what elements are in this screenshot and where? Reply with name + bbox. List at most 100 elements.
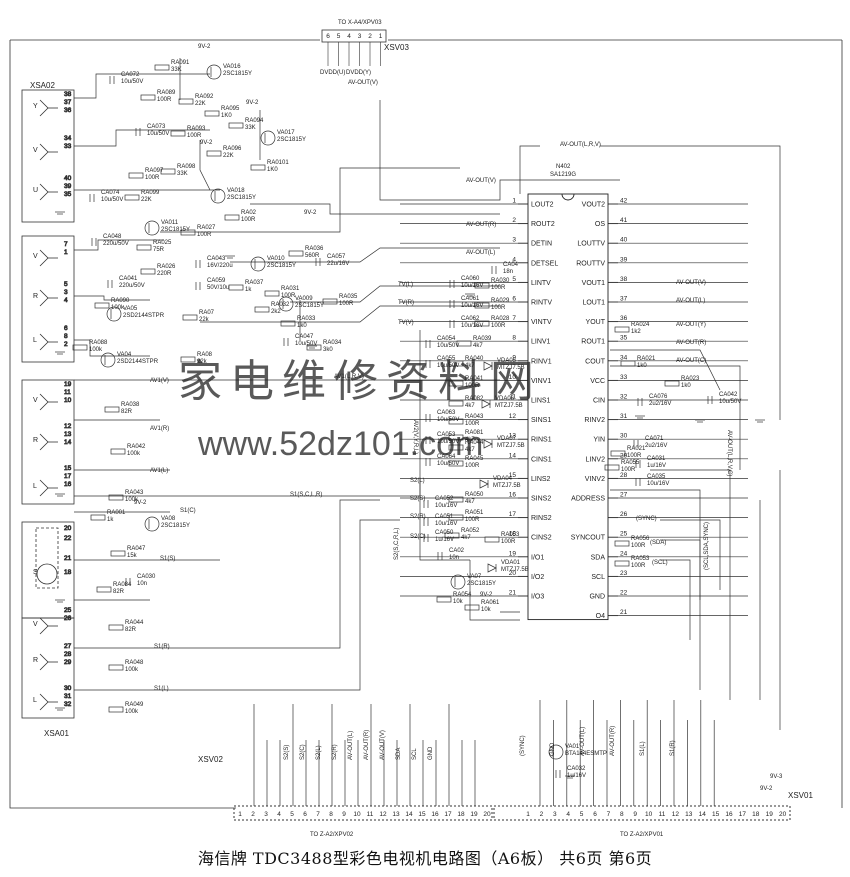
transistor-symbol xyxy=(106,306,122,322)
ic-pin-name: LINTV xyxy=(531,280,551,287)
component-ref: RA050 xyxy=(465,492,484,498)
bottom-right-wire-label: (SYNC) xyxy=(520,735,526,756)
ic-pin-name: VOUT2 xyxy=(582,202,605,209)
ic-pin-number: 33 xyxy=(620,374,628,381)
ic-pin-name: RINV1 xyxy=(531,358,552,365)
component-value: 33K xyxy=(177,171,188,177)
component-ref: CA076 xyxy=(649,394,668,400)
component-value: 2u2/16V xyxy=(649,401,671,407)
component-ca050 xyxy=(423,534,429,542)
jack-pin-number: 19 xyxy=(64,381,72,388)
trace xyxy=(610,365,741,470)
ic-pin-number: 17 xyxy=(509,511,517,518)
net-label: AV-OUT(L,R,V,C) xyxy=(726,430,732,476)
ic-pin-name: DETSEL xyxy=(531,260,558,267)
ic-pin-name: VCC xyxy=(590,378,605,385)
resistor-symbol xyxy=(484,536,500,543)
component-value: 100k xyxy=(127,451,141,457)
ic-pin-number: 23 xyxy=(620,570,628,577)
component-ra027 xyxy=(180,229,196,236)
resistor-symbol xyxy=(474,320,490,327)
component-ca035 xyxy=(635,478,641,486)
net-label: AV2(V,Y,R,L) xyxy=(412,420,418,454)
trace xyxy=(379,100,620,201)
jack-pin-number: 11 xyxy=(64,389,71,396)
component-value: 100R xyxy=(197,232,212,238)
jack-pin-number: 37 xyxy=(64,99,72,106)
ic-pin-number: 5 xyxy=(512,276,516,283)
resistor-symbol xyxy=(204,110,220,117)
ic-pin-number: 9 xyxy=(512,354,516,361)
component-ref: VDA04 xyxy=(493,476,513,482)
component-ra026 xyxy=(140,268,156,275)
ic-pin-name: LOUT1 xyxy=(582,300,605,307)
net-label: S1(S) xyxy=(160,556,175,562)
resistor-symbol xyxy=(140,94,156,101)
component-ref: CA059 xyxy=(207,278,226,284)
component-ref: RA089 xyxy=(157,90,176,96)
ic-pin-number: 42 xyxy=(620,198,628,205)
transistor-symbol xyxy=(210,188,226,204)
xsv01-pin: 15 xyxy=(712,811,720,818)
ic-pin-number: 2 xyxy=(512,217,516,224)
component-value: 2SC1815Y xyxy=(161,227,190,233)
component-value: 22k xyxy=(199,317,210,323)
xsv02-pin: 19 xyxy=(470,811,478,818)
xsa01-top-frame xyxy=(21,379,75,505)
component-value: 100R xyxy=(631,543,646,549)
trace xyxy=(74,499,380,649)
component-ref: VDA07 xyxy=(497,436,517,442)
ic-pin-number: 26 xyxy=(620,511,628,518)
component-ca041 xyxy=(107,280,113,288)
ic-outline xyxy=(527,193,609,621)
net-label: AV1(L,R,V) xyxy=(334,374,364,380)
component-ref: RA052 xyxy=(461,528,480,534)
component-ref: CA02 xyxy=(449,548,465,554)
xsv01-label: XSV01 xyxy=(788,791,813,800)
xsv01-pin: 2 xyxy=(540,811,544,818)
net-label: DVDD(Y) xyxy=(346,70,371,76)
ic-pin-name: SINS1 xyxy=(531,417,551,424)
jack-pin-number: 14 xyxy=(64,439,72,446)
component-value: 1u/16V xyxy=(435,537,454,543)
component-ref: CA042 xyxy=(719,392,738,398)
bottom-left-wire-label: S2(C) xyxy=(300,744,306,760)
jack-s-label: S xyxy=(33,569,38,576)
component-ca031 xyxy=(635,460,641,468)
ic-pin-name: RINV2 xyxy=(584,417,605,424)
xsv01-pin: 5 xyxy=(580,811,584,818)
component-ra081 xyxy=(448,434,464,441)
trace xyxy=(74,129,210,147)
component-value: 100R xyxy=(621,467,636,473)
jack-pin-number: 40 xyxy=(64,175,72,182)
jack-letters: Y V U V R L V R L S V R L xyxy=(33,103,38,704)
jack-l2-label: L xyxy=(33,483,37,490)
jack-pin-number: 36 xyxy=(64,107,72,114)
jack-pin-number: 12 xyxy=(64,423,72,430)
component-ref: VA011 xyxy=(161,220,179,226)
jack-symbol xyxy=(39,249,49,267)
ic-part: SA1219G xyxy=(550,172,576,178)
net-label: AV1(L) xyxy=(150,468,168,474)
component-ref: CA073 xyxy=(147,124,166,130)
component-ra030 xyxy=(474,282,490,289)
component-ref: RA039 xyxy=(473,336,492,342)
jack-pin-number: 15 xyxy=(64,465,72,472)
component-value: 2SC1815Y xyxy=(277,137,306,143)
resistor-symbol xyxy=(224,214,240,221)
component-ref: RA033 xyxy=(297,316,316,322)
xsv01-pin: 13 xyxy=(685,811,693,818)
diode-symbol xyxy=(481,399,491,409)
xsv01-pin: 3 xyxy=(553,811,557,818)
xsv03-pin: 6 xyxy=(326,33,330,40)
jack-pin-number: 13 xyxy=(64,431,72,438)
component-ra089 xyxy=(140,94,156,101)
net-label: S2(R) xyxy=(410,514,426,520)
ic-pin-name: I/O2 xyxy=(531,574,544,581)
xsv01-pin: 19 xyxy=(766,811,774,818)
bottom-left-wire-label: S2(L) xyxy=(316,745,322,760)
component-ca051 xyxy=(423,518,429,526)
jack-symbol xyxy=(39,289,49,307)
trace xyxy=(160,167,460,233)
jack-pin-number: 4 xyxy=(64,297,68,304)
